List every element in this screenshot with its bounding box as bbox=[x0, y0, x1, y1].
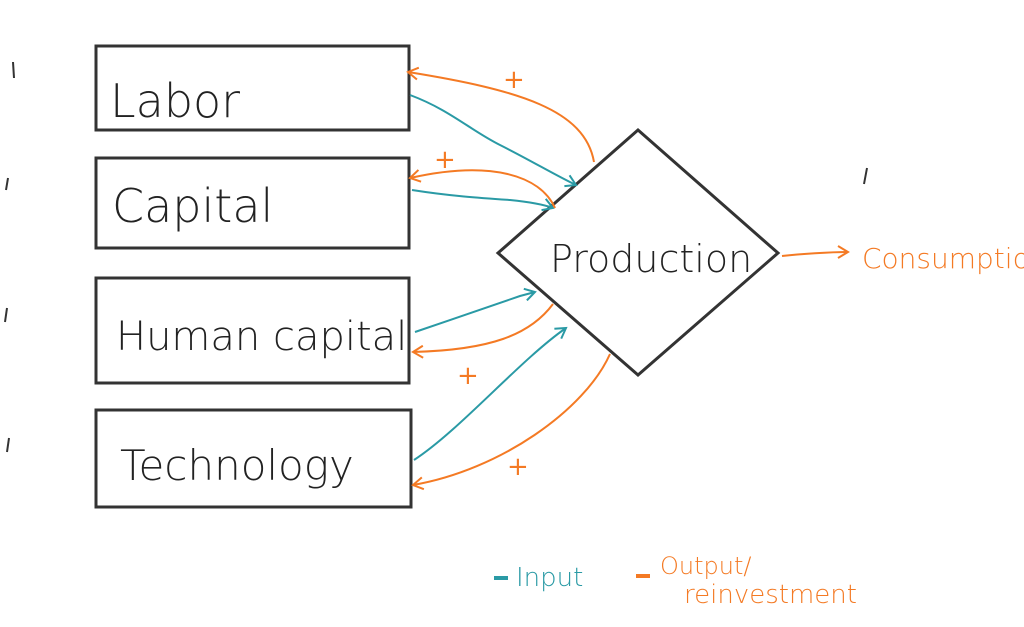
capital-box bbox=[94, 156, 411, 250]
tick-mark bbox=[6, 437, 10, 453]
capital-reinvest-arrow bbox=[408, 169, 556, 209]
legend-output-label: Output/ bbox=[660, 552, 751, 580]
legend-output-label-line2: reinvestment bbox=[684, 580, 857, 610]
capital-label: Capital bbox=[112, 179, 273, 233]
production-label: Production bbox=[550, 237, 752, 281]
labor-reinvest-arrow bbox=[406, 66, 595, 163]
technology-plus-sign: + bbox=[507, 452, 529, 482]
human-capital-input-arrow bbox=[414, 287, 537, 333]
tick-marks bbox=[4, 61, 868, 453]
labor-label: Labor bbox=[110, 74, 240, 128]
legend-input-label: Input bbox=[516, 563, 583, 593]
tick-mark bbox=[12, 61, 15, 79]
human-capital-box bbox=[94, 276, 411, 385]
technology-reinvest-arrow bbox=[411, 353, 611, 491]
consumption-arrow bbox=[781, 245, 850, 259]
production-diamond bbox=[495, 128, 781, 377]
labor-plus-sign: + bbox=[503, 65, 525, 95]
technology-box bbox=[94, 408, 413, 509]
human-capital-label: Human capital bbox=[116, 314, 407, 360]
capital-plus-sign: + bbox=[434, 145, 456, 175]
technology-label: Technology bbox=[120, 441, 354, 490]
tick-mark bbox=[863, 167, 868, 185]
labor-box bbox=[94, 44, 411, 132]
human-capital-plus-sign: + bbox=[457, 361, 479, 391]
tick-mark bbox=[5, 177, 9, 191]
consumption-label: Consumption bbox=[862, 242, 1024, 275]
legend: Input Output/ reinvestment bbox=[494, 552, 857, 610]
capital-input-arrow bbox=[411, 189, 555, 212]
labor-input-arrow bbox=[409, 94, 578, 188]
human-capital-reinvest-arrow bbox=[411, 303, 554, 359]
technology-input-arrow bbox=[413, 326, 568, 461]
tick-mark bbox=[4, 307, 8, 323]
